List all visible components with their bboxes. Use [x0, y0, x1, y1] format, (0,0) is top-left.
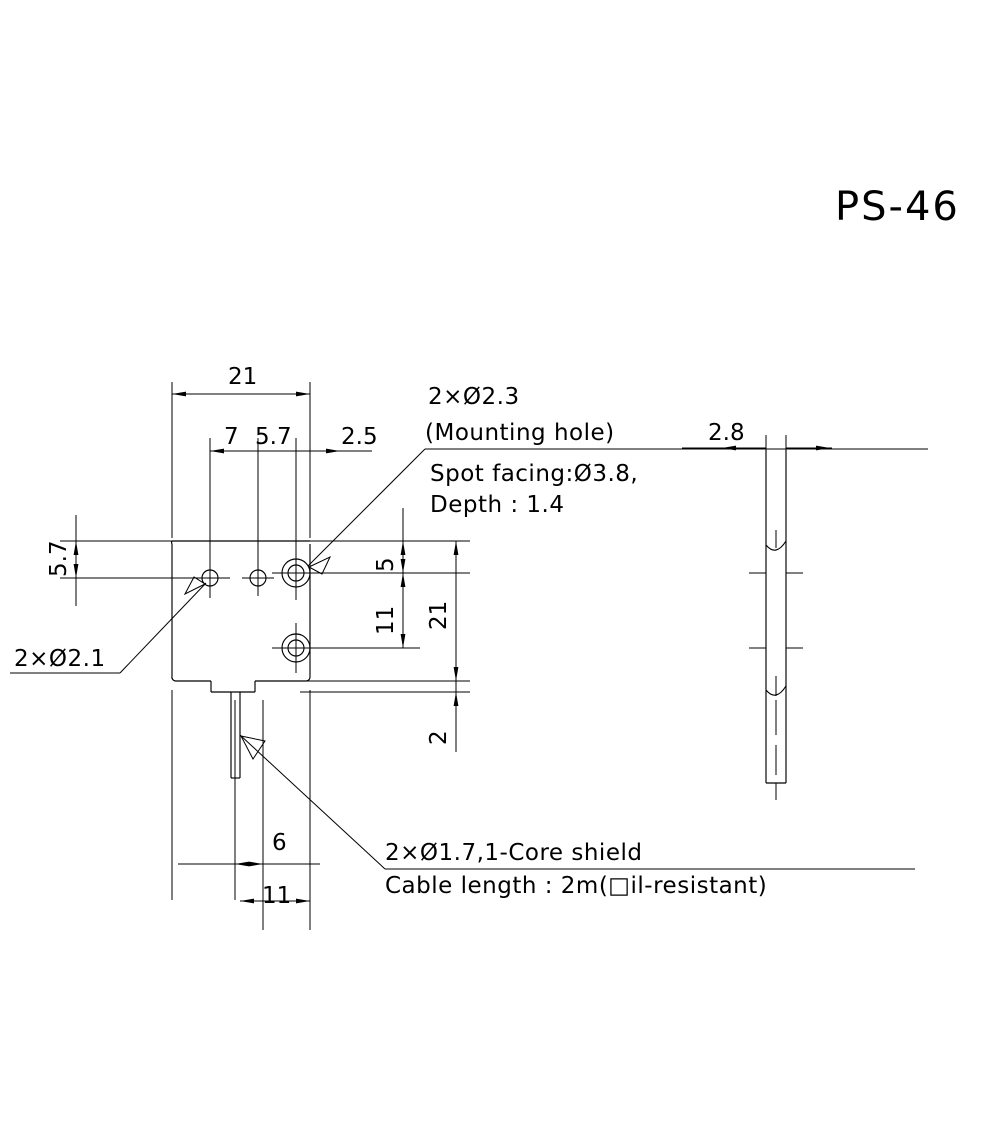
dim-label-vertical-11: 11 — [373, 606, 399, 635]
side-view-body — [749, 450, 803, 800]
dim-label-vertical-2: 2 — [426, 730, 452, 745]
callout-mounting-hole-leader — [307, 448, 928, 575]
callout-through-hole-line1: 2×Ø2.1 — [14, 646, 106, 672]
drawing-title: PS-46 — [835, 184, 960, 230]
dim-label-vertical-5-7: 5.7 — [46, 540, 72, 577]
dim-label-cable-11: 11 — [262, 883, 291, 909]
front-view-body-outline — [171, 540, 311, 693]
callout-cable-line1: 2×Ø1.7,1-Core shield — [385, 840, 642, 866]
callout-mounting-hole-line3: Spot facing:Ø3.8, — [430, 461, 638, 487]
dim-label-cable-6: 6 — [272, 830, 287, 856]
dim-label-5-7-top: 5.7 — [255, 424, 292, 450]
side-view-extension-lines — [765, 435, 787, 460]
dim-label-side-thickness: 2.8 — [708, 420, 745, 446]
callout-mounting-hole-line4: Depth : 1.4 — [430, 492, 565, 518]
dim-label-7: 7 — [224, 424, 239, 450]
callout-through-hole-leader — [10, 576, 207, 674]
callout-mounting-hole-line2: (Mounting hole) — [425, 420, 615, 446]
dim-label-overall-width: 21 — [228, 364, 257, 390]
callout-cable-line2: Cable length : 2m(□il-resistant) — [385, 873, 767, 899]
dim-label-2-5: 2.5 — [341, 424, 378, 450]
dim-label-vertical-21: 21 — [426, 601, 452, 630]
callout-mounting-hole-line1: 2×Ø2.3 — [428, 384, 520, 410]
dim-label-vertical-5: 5 — [373, 557, 399, 572]
callout-cable-leader — [239, 734, 915, 870]
